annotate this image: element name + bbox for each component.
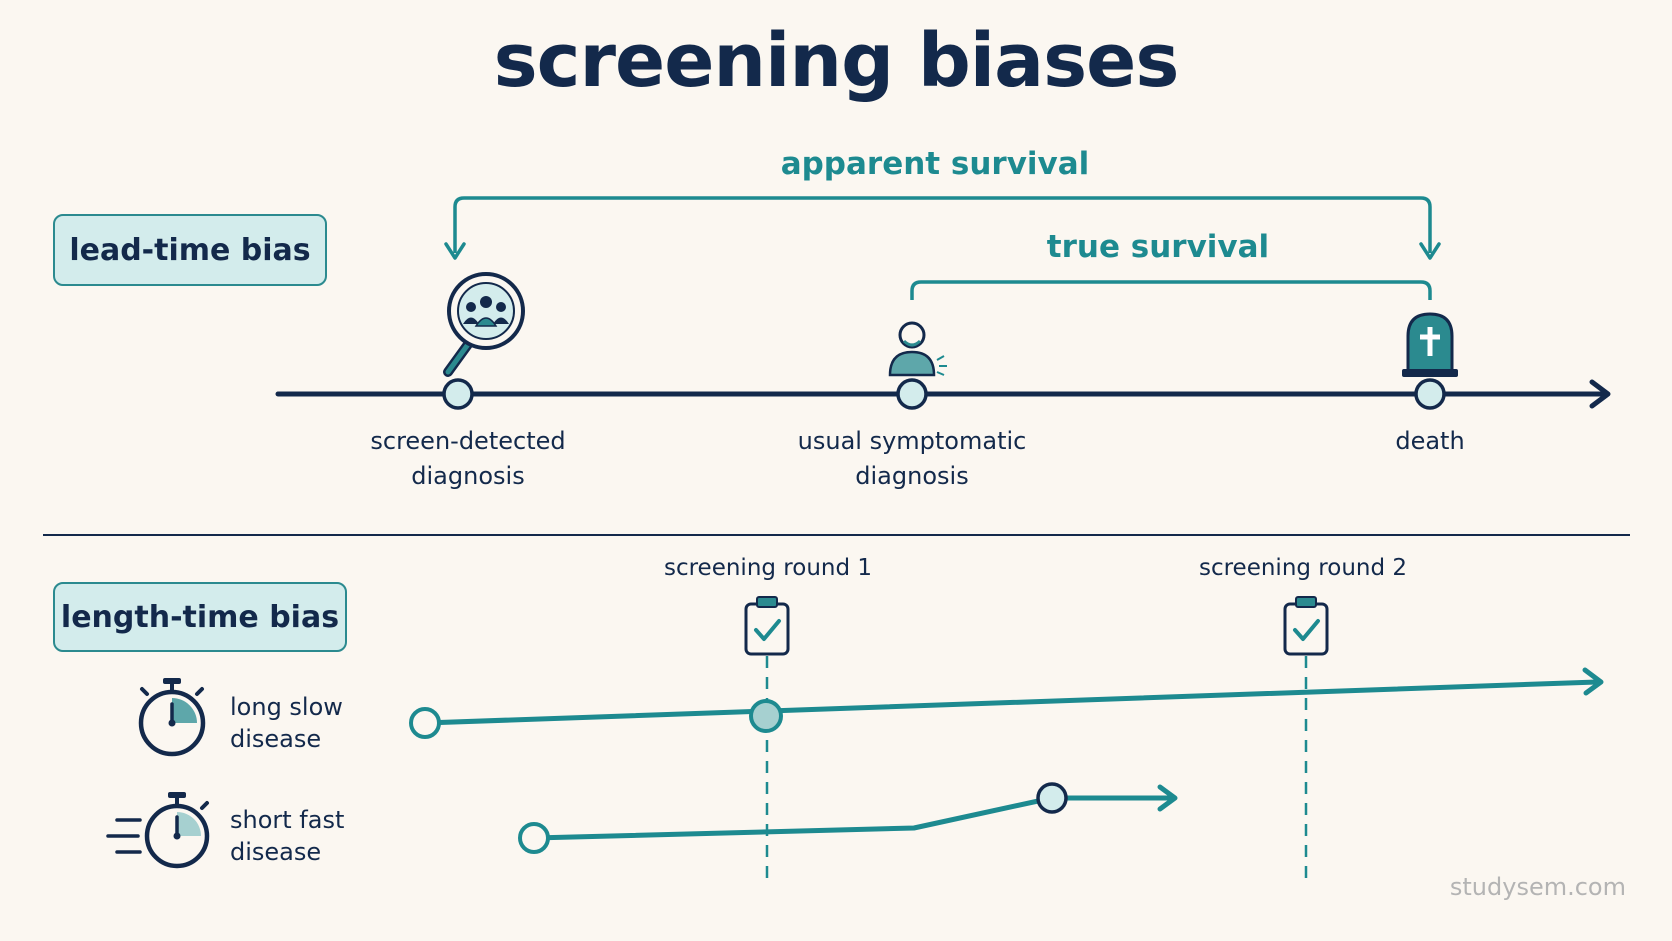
watermark: studysem.com	[1449, 873, 1626, 901]
screen-detected-diagnosis-label: screen-detected diagnosis	[370, 427, 566, 490]
long-slow-disease-track	[409, 667, 1604, 739]
stopwatch-slow-icon	[138, 678, 206, 757]
apparent-survival-label: apparent survival	[780, 146, 1090, 182]
gravestone-icon	[1402, 312, 1458, 377]
long-slow-detected-node	[749, 699, 783, 733]
lead-time-timeline	[275, 379, 1611, 409]
stopwatch-fast-icon	[106, 792, 210, 869]
screening-round-2-marker	[1283, 596, 1329, 880]
short-fast-onset-node	[518, 822, 550, 854]
screening-round-1-label: screening round 1	[663, 555, 873, 581]
symptomatic-node	[896, 378, 928, 410]
short-fast-disease-label: short fast disease	[230, 806, 345, 866]
page-title: screening biases	[493, 18, 1180, 104]
short-fast-disease-track	[518, 782, 1178, 854]
true-survival-label: true survival	[1046, 229, 1270, 265]
death-node	[1414, 378, 1446, 410]
screening-round-1-marker	[744, 596, 790, 880]
death-label: death	[1395, 427, 1465, 455]
screen-detected-node	[442, 378, 474, 410]
usual-symptomatic-diagnosis-label: usual symptomatic diagnosis	[797, 427, 1027, 490]
screening-round-2-label: screening round 2	[1198, 555, 1408, 581]
symptomatic-person-icon	[888, 321, 947, 377]
apparent-survival-bracket	[444, 196, 1441, 260]
lead-time-bias-label: lead-time bias	[69, 232, 311, 268]
length-time-bias-badge: length-time bias	[53, 582, 347, 652]
short-fast-symptom-node	[1036, 782, 1068, 814]
magnifier-people-icon	[443, 272, 525, 377]
true-survival-bracket	[910, 280, 1432, 300]
length-time-bias-label: length-time bias	[60, 599, 340, 635]
long-slow-disease-label: long slow disease	[230, 693, 343, 753]
lead-time-bias-badge: lead-time bias	[53, 214, 327, 286]
long-slow-onset-node	[409, 707, 441, 739]
